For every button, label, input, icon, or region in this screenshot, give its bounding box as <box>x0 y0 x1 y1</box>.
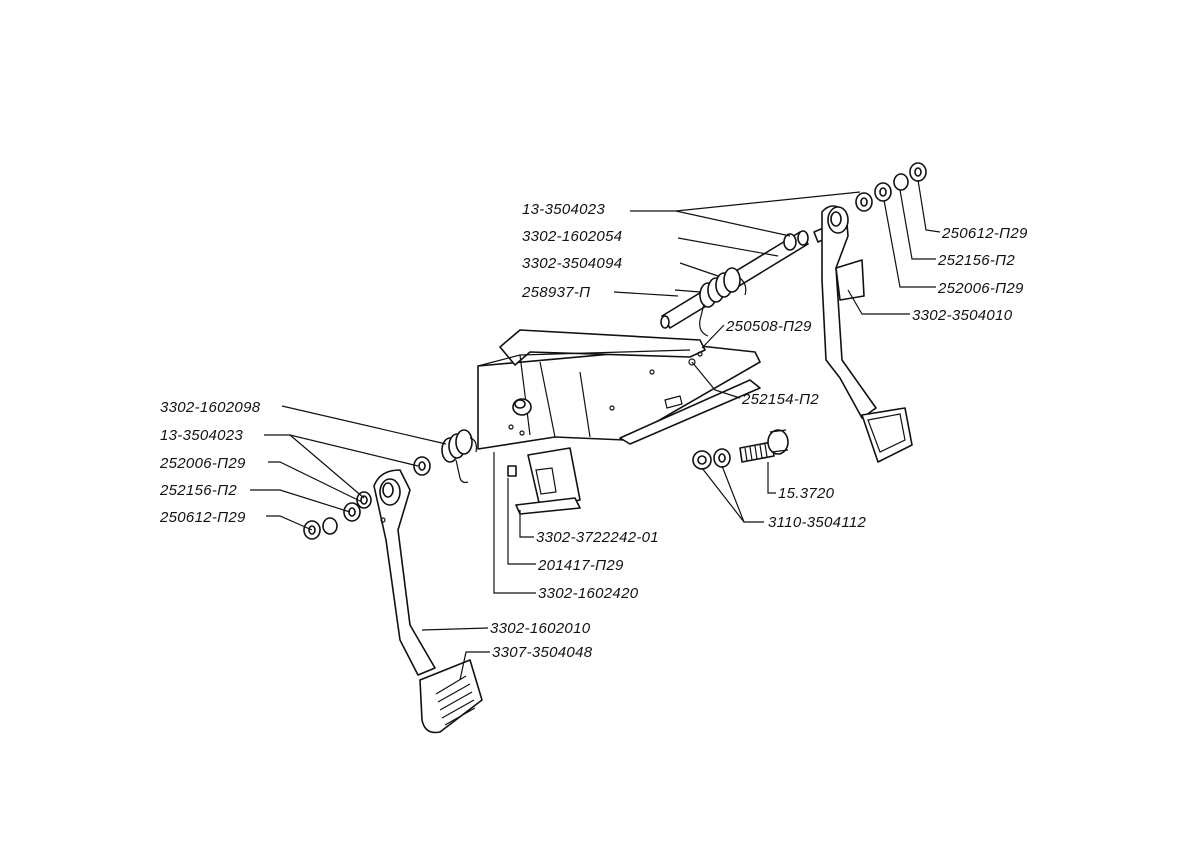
clutch-pedal <box>373 469 483 734</box>
part-label: 3110-3504112 <box>768 514 866 531</box>
part-label: 3302-1602420 <box>538 585 639 602</box>
part-label: 13-3504023 <box>522 201 605 218</box>
fasteners-right <box>855 162 927 212</box>
part-label: 3302-3504094 <box>522 255 622 272</box>
part-label: 3302-1602098 <box>160 399 261 416</box>
part-label: 250508-П29 <box>725 318 812 335</box>
part-label: 252156-П2 <box>159 482 237 499</box>
support-bracket <box>507 447 581 515</box>
part-label: 252154-П2 <box>741 391 819 408</box>
part-label: 252006-П29 <box>159 455 246 472</box>
part-label: 3302-1602010 <box>490 620 591 637</box>
part-label: 252006-П29 <box>937 280 1024 297</box>
part-label: 201417-П29 <box>537 557 624 574</box>
part-label: 258937-П <box>521 284 590 301</box>
part-label: 13-3504023 <box>160 427 243 444</box>
pedal-shaft-upper <box>660 225 833 329</box>
part-label: 3302-3722242-01 <box>536 529 659 546</box>
pedal-bracket <box>477 329 761 450</box>
fasteners-left <box>303 456 431 540</box>
leader-lines <box>250 179 941 681</box>
part-label: 252156-П2 <box>937 252 1015 269</box>
part-label: 3302-1602054 <box>522 228 622 245</box>
part-label: 250612-П29 <box>941 225 1028 242</box>
return-spring-left <box>441 429 477 484</box>
part-label: 250612-П29 <box>159 509 246 526</box>
brake-pedal <box>821 205 913 463</box>
part-labels: 13-3504023 3302-1602054 3302-3504094 258… <box>159 201 1028 661</box>
part-label: 15.3720 <box>778 485 835 502</box>
part-label: 3302-3504010 <box>912 307 1013 324</box>
return-spring-upper <box>674 267 747 337</box>
stop-light-switch <box>692 429 789 470</box>
part-label: 3307-3504048 <box>492 644 593 661</box>
